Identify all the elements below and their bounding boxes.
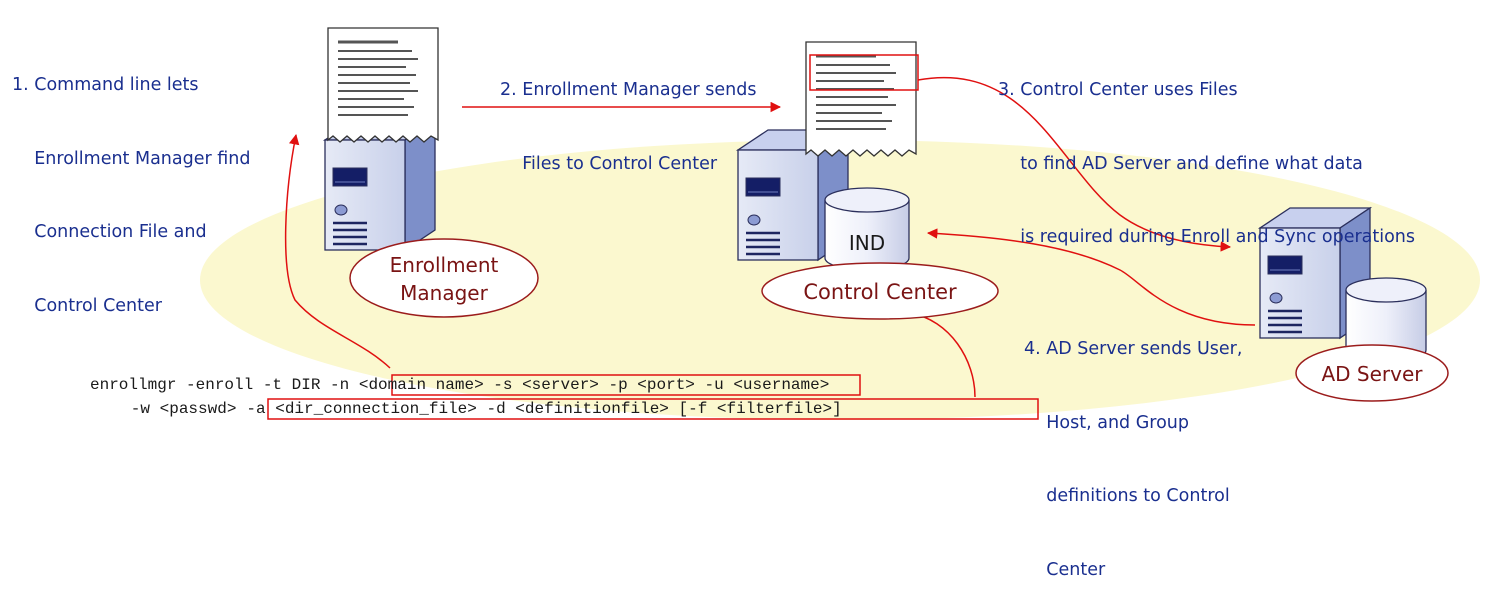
step-3-line: is required during Enroll and Sync opera… xyxy=(998,227,1416,247)
step-1-line: Control Center xyxy=(12,295,162,316)
command-line1-highlight: -n <domain name> -s <server> -p <port> xyxy=(330,376,695,394)
command-highlight-file-options xyxy=(267,398,1039,420)
arrow-control-center-to-ad-server xyxy=(917,77,1232,252)
control-center-label-text: Control Center xyxy=(803,280,957,304)
step-2-line: Files to Control Center xyxy=(500,153,718,174)
enrollment-manager-label-line2: Manager xyxy=(400,281,488,305)
command-line1-suffix: -u <username> xyxy=(694,376,830,394)
step-1-line: Connection File and xyxy=(12,222,207,242)
command-highlight-server-options xyxy=(391,374,861,396)
step-4-text: 4. AD Server sends User, Host, and Group… xyxy=(1024,288,1242,607)
ad-server-label-text: AD Server xyxy=(1321,362,1423,386)
step-4-line: 4. AD Server sends User, xyxy=(1024,339,1243,359)
step-4-line: definitions to Control xyxy=(1024,486,1230,506)
arrow-command-to-enrollment-manager xyxy=(284,133,391,369)
command-line-1: enrollmgr -enroll -t DIR -n <domain name… xyxy=(90,375,829,395)
enrollment-manager-file-icon xyxy=(326,26,440,144)
step-4-line: Host, and Group xyxy=(1024,412,1189,433)
command-line2-prefix: -w <passwd> xyxy=(102,400,237,418)
database-label: IND xyxy=(849,231,885,255)
command-line2-highlight: -a <dir_connection_file> -d <definitionf… xyxy=(246,400,842,418)
ad-server-label: AD Server xyxy=(1295,344,1449,402)
step-2-text: 2. Enrollment Manager sends Files to Con… xyxy=(500,29,756,201)
architecture-diagram: IND Enrollment Manager Control Center AD… xyxy=(200,26,1480,420)
step-3-text: 3. Control Center uses Files to find AD … xyxy=(998,29,1415,274)
file-highlight-box xyxy=(809,54,919,91)
command-line-2: -w <passwd> -a <dir_connection_file> -d <… xyxy=(102,399,842,419)
arrow-ad-server-to-control-center xyxy=(926,228,1256,326)
step-1-text: 1. Command line lets Enrollment Manager … xyxy=(12,24,250,343)
control-center-file-icon xyxy=(804,40,918,158)
step-1-line: Enrollment Manager find xyxy=(12,148,251,169)
step-4-line: Center xyxy=(1024,559,1106,580)
step-3-line: to find AD Server and define what data xyxy=(998,153,1363,174)
step-1-line: 1. Command line lets xyxy=(12,75,199,95)
enrollment-manager-label-line1: Enrollment xyxy=(390,253,499,277)
command-line1-prefix: enrollmgr -enroll -t DIR xyxy=(90,376,331,394)
ind-database-icon xyxy=(824,187,910,271)
enrollment-manager-label: Enrollment Manager xyxy=(349,238,539,318)
step-2-line: 2. Enrollment Manager sends xyxy=(500,80,757,100)
step-3-line: 3. Control Center uses Files xyxy=(998,80,1238,100)
control-center-label: Control Center xyxy=(761,262,999,320)
